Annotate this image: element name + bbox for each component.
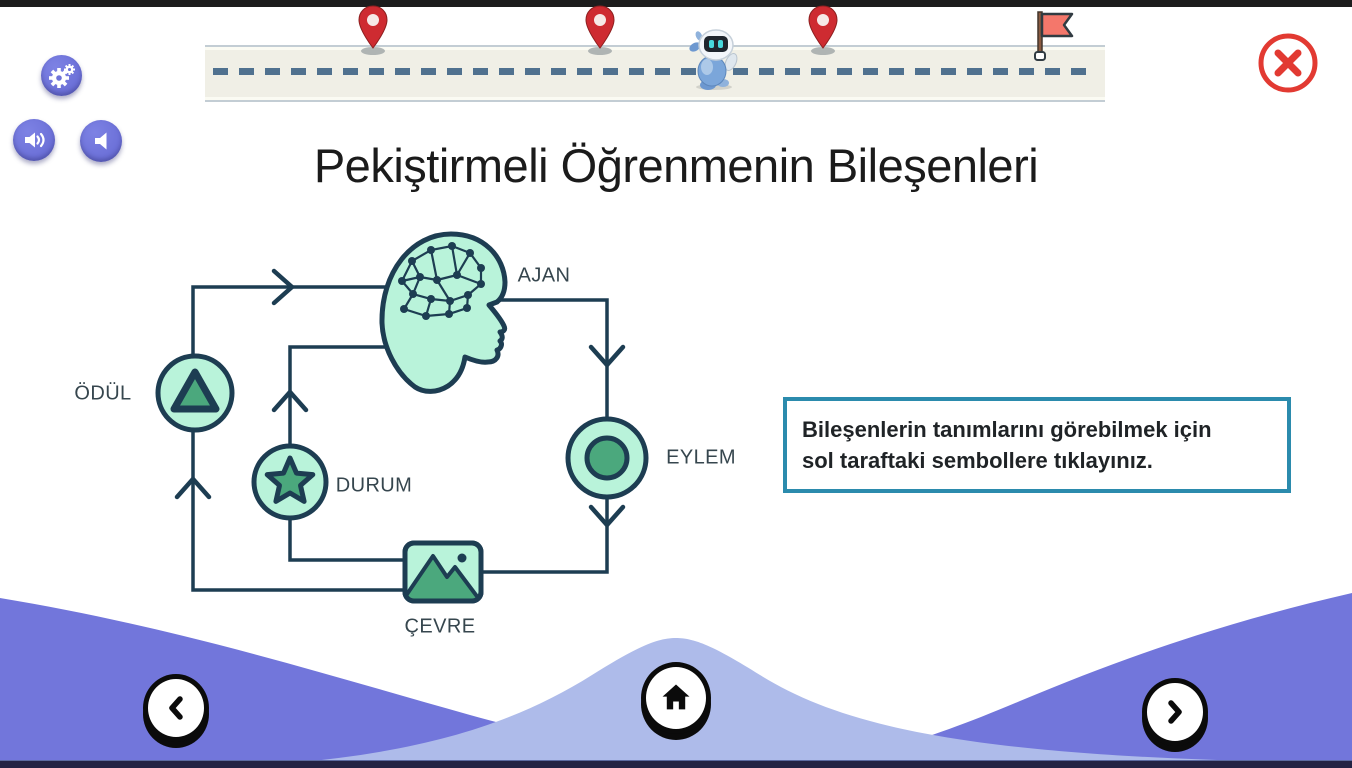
arrow-down-icon (588, 344, 626, 368)
dot-icon (584, 435, 630, 481)
star-icon (264, 455, 316, 504)
head-profile-icon (379, 231, 508, 394)
gear-icon (48, 63, 75, 88)
rl-cycle-diagram (155, 231, 649, 604)
wave-right (820, 593, 1352, 768)
map-pin-icon (585, 5, 615, 55)
label-action: EYLEM (666, 446, 736, 469)
instruction-box: Bileşenlerin tanımlarını görebilmek için… (783, 397, 1291, 493)
label-state: DURUM (335, 474, 413, 497)
outer-loop-line (191, 285, 405, 592)
reward-symbol[interactable] (155, 353, 235, 433)
label-environment: ÇEVRE (404, 615, 476, 638)
speaker-icon (95, 132, 107, 150)
close-x-icon (1258, 33, 1318, 93)
agent-head-symbol (379, 231, 508, 394)
arrow-down-icon (588, 504, 626, 528)
bottom-frame-bar (0, 760, 1352, 768)
neural-nodes (398, 242, 485, 320)
wave-center (210, 638, 1352, 768)
finish-flag-icon (1034, 11, 1074, 61)
progress-road (205, 45, 1105, 102)
sound-on-button[interactable] (13, 119, 55, 161)
sun-dot-icon (457, 553, 467, 563)
label-agent: AJAN (517, 264, 571, 287)
home-icon (662, 684, 690, 710)
settings-button[interactable] (41, 55, 82, 96)
state-symbol[interactable] (251, 443, 329, 521)
arrow-up-icon (174, 476, 212, 500)
close-button[interactable] (1256, 31, 1320, 95)
mountain-icon (405, 554, 481, 601)
map-pin-icon (808, 5, 838, 55)
label-reward: ÖDÜL (74, 382, 132, 405)
speaker-loud-icon (25, 132, 45, 148)
chevron-right-icon (1168, 700, 1182, 724)
triangle-icon (170, 368, 220, 413)
home-button[interactable] (641, 662, 711, 734)
road-dashes (213, 68, 1097, 75)
environment-symbol[interactable] (401, 540, 484, 604)
top-frame-bar (0, 0, 1352, 7)
map-pin-icon (358, 5, 388, 55)
neural-network-icon (401, 244, 483, 318)
chevron-left-icon (169, 696, 183, 720)
back-button[interactable] (143, 674, 209, 742)
next-button[interactable] (1142, 678, 1208, 746)
arrow-right-icon (271, 268, 295, 306)
arrow-up-icon (271, 389, 309, 413)
page-title: Pekiştirmeli Öğrenmenin Bileşenleri (313, 139, 1039, 192)
action-symbol[interactable] (565, 416, 649, 500)
sound-off-button[interactable] (80, 120, 122, 162)
robot-icon (689, 29, 738, 90)
